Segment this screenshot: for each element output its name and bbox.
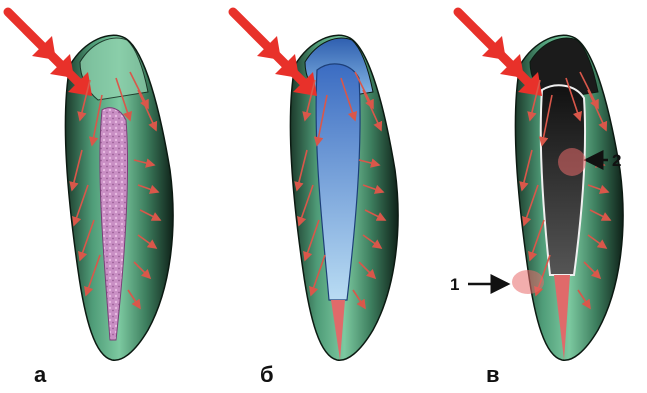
tooth-panel-2 <box>233 12 398 360</box>
panel-label-a: а <box>34 364 46 386</box>
stress-concentration-2 <box>558 148 586 176</box>
callout-label-2: 2 <box>612 152 621 169</box>
tooth-panel-3 <box>458 12 623 360</box>
panel-label-v: в <box>486 364 500 386</box>
tooth-panel-1 <box>8 12 173 360</box>
stress-concentration-1 <box>512 270 544 294</box>
panel-label-b: б <box>260 364 274 386</box>
callout-label-1: 1 <box>450 276 459 293</box>
